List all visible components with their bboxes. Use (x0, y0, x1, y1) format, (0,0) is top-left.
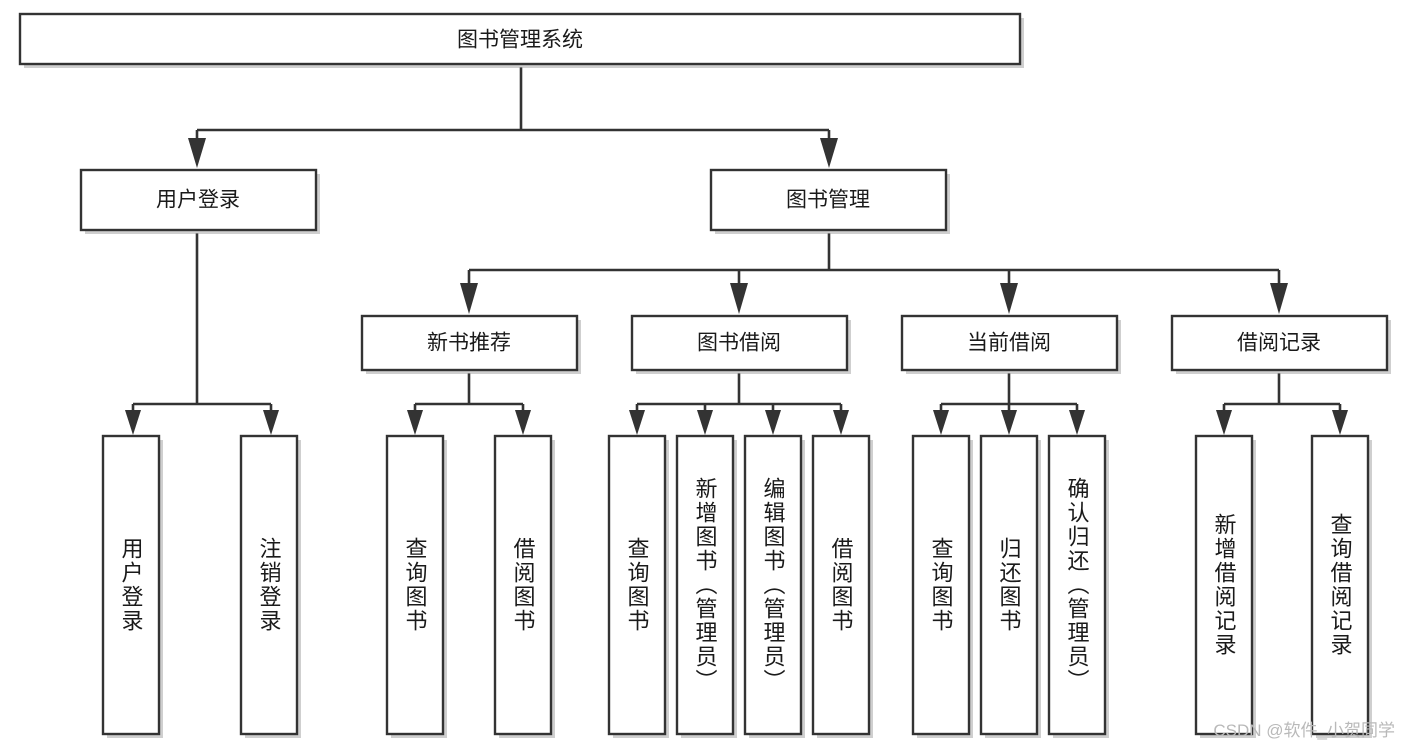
leaf-node[interactable]: 归还图书 (979, 434, 1041, 738)
node-user-login[interactable]: 用户登录 (79, 168, 320, 234)
leaf-label: 查询借阅记录 (1328, 513, 1353, 657)
edge-group-borrowrecord-to-leaves (1216, 373, 1348, 435)
edge-group-userlogin-to-leaves (125, 233, 279, 435)
csdn-watermark: CSDN @软件_小贺同学 (1213, 721, 1395, 740)
arrow-head-leaf-current-borrow-1 (1001, 410, 1017, 435)
leaf-node[interactable]: 查询图书 (607, 434, 669, 738)
node-new-book-recommend-rect (360, 314, 579, 372)
leaf-label: 新增借阅记录 (1212, 513, 1237, 657)
leaf-node[interactable]: 查询借阅记录 (1310, 434, 1372, 738)
leaf-label: 借阅图书 (829, 537, 854, 633)
node-user-login-rect (79, 168, 318, 232)
leaf-rect (979, 434, 1039, 736)
edge-group-newbook-to-leaves (407, 373, 531, 435)
leaf-node[interactable]: 确认归还（管理员） (1047, 434, 1109, 738)
leaf-rect (1194, 434, 1254, 736)
node-new-book-recommend-label: 新书推荐 (427, 332, 511, 355)
arrow-head-book-mgmt (820, 138, 838, 168)
leaf-node[interactable]: 用户登录 (101, 434, 163, 738)
leaf-rect (101, 434, 161, 736)
leaf-label: 新增图书（管理员） (693, 477, 718, 693)
leaf-node[interactable]: 查询图书 (385, 434, 447, 738)
node-root-label: 图书管理系统 (457, 29, 583, 52)
node-root[interactable]: 图书管理系统 (18, 12, 1024, 68)
node-current-borrow[interactable]: 当前借阅 (900, 314, 1121, 374)
arrow-head-leaf-user-login-1 (263, 410, 279, 435)
leaf-rect (911, 434, 971, 736)
node-book-management-label: 图书管理 (786, 189, 870, 212)
edge-group-bookmgmt-to-level3 (460, 233, 1288, 314)
arrow-head-leaf-borrow-record-0 (1216, 410, 1232, 435)
arrow-head-leaf-book-borrow-0 (629, 410, 645, 435)
edge-group-root-to-level2 (188, 67, 838, 168)
arrow-head-leaf-book-borrow-2 (765, 410, 781, 435)
arrow-head-leaf-new-book-1 (515, 410, 531, 435)
leaf-rect (607, 434, 667, 736)
leaf-label: 借阅图书 (511, 537, 536, 633)
arrow-head-new-book (460, 283, 478, 314)
leaf-rect (385, 434, 445, 736)
node-borrow-record-rect (1170, 314, 1389, 372)
leaf-label: 查询图书 (403, 537, 428, 633)
edge-group-bookborrow-to-leaves (629, 373, 849, 435)
leaf-rect (811, 434, 871, 736)
arrow-head-book-borrow (730, 283, 748, 314)
node-borrow-record[interactable]: 借阅记录 (1170, 314, 1391, 374)
node-borrow-record-label: 借阅记录 (1237, 332, 1321, 355)
leaf-rect (493, 434, 553, 736)
arrow-head-leaf-book-borrow-1 (697, 410, 713, 435)
leaf-label: 用户登录 (119, 537, 144, 633)
arrow-head-leaf-new-book-0 (407, 410, 423, 435)
leaf-label: 编辑图书（管理员） (761, 477, 786, 693)
leaf-label: 确认归还（管理员） (1065, 477, 1090, 693)
node-root-rect (18, 12, 1022, 66)
leaf-rect (1047, 434, 1107, 736)
leaf-label: 归还图书 (997, 537, 1022, 633)
leaf-rect (239, 434, 299, 736)
leaf-label: 查询图书 (625, 537, 650, 633)
leaf-node[interactable]: 借阅图书 (493, 434, 555, 738)
leaf-rect (675, 434, 735, 736)
leaf-node[interactable]: 新增借阅记录 (1194, 434, 1256, 738)
node-current-borrow-rect (900, 314, 1119, 372)
leaf-node[interactable]: 新增图书（管理员） (675, 434, 737, 738)
leaf-label: 注销登录 (257, 537, 282, 633)
arrow-head-leaf-book-borrow-3 (833, 410, 849, 435)
arrow-head-leaf-current-borrow-0 (933, 410, 949, 435)
node-book-borrow[interactable]: 图书借阅 (630, 314, 851, 374)
leaf-node[interactable]: 编辑图书（管理员） (743, 434, 805, 738)
node-new-book-recommend[interactable]: 新书推荐 (360, 314, 581, 374)
arrow-head-leaf-current-borrow-2 (1069, 410, 1085, 435)
node-book-management-rect (709, 168, 948, 232)
edge-group-currentborrow-to-leaves (933, 373, 1085, 435)
leaf-node[interactable]: 借阅图书 (811, 434, 873, 738)
leaf-label: 查询图书 (929, 537, 954, 633)
arrow-head-current-borrow (1000, 283, 1018, 314)
leaf-rect (1310, 434, 1370, 736)
arrow-head-user-login (188, 138, 206, 168)
arrow-head-leaf-user-login-0 (125, 410, 141, 435)
leaf-node[interactable]: 查询图书 (911, 434, 973, 738)
node-book-borrow-rect (630, 314, 849, 372)
arrow-head-leaf-borrow-record-1 (1332, 410, 1348, 435)
arrow-head-borrow-record (1270, 283, 1288, 314)
node-current-borrow-label: 当前借阅 (967, 332, 1051, 355)
leaf-rect (743, 434, 803, 736)
node-book-borrow-label: 图书借阅 (697, 332, 781, 355)
node-book-management[interactable]: 图书管理 (709, 168, 950, 234)
leaf-node[interactable]: 注销登录 (239, 434, 301, 738)
node-user-login-label: 用户登录 (156, 189, 240, 212)
